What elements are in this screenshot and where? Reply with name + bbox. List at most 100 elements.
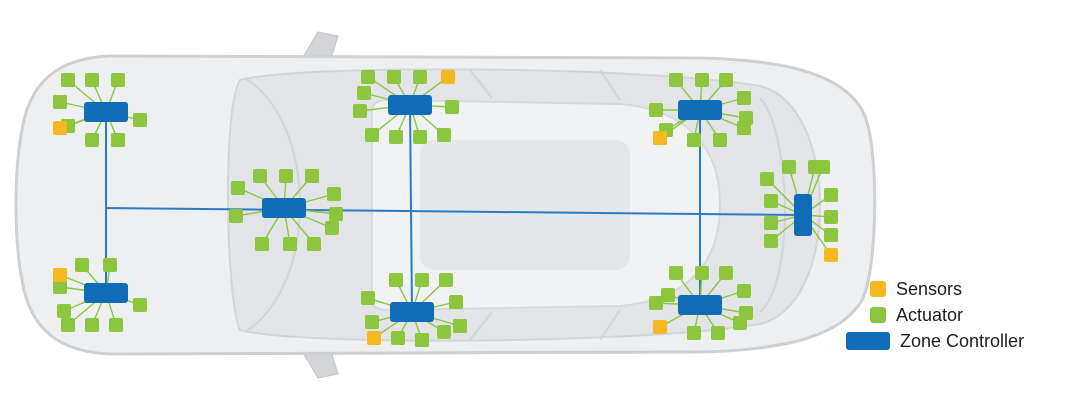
actuator-node (387, 70, 401, 84)
zone-front-right (53, 258, 147, 332)
actuator-node (824, 188, 838, 202)
zone-controller (262, 198, 306, 218)
sensor-swatch-icon (870, 281, 886, 297)
zone-controller (678, 295, 722, 315)
zone-controller (84, 283, 128, 303)
actuator-node (737, 284, 751, 298)
actuator-node (389, 273, 403, 287)
actuator-node (437, 325, 451, 339)
legend-label-actuator: Actuator (896, 304, 964, 325)
zone-controller (678, 100, 722, 120)
actuator-node (687, 326, 701, 340)
sensor-node (653, 131, 667, 145)
actuator-node (737, 121, 751, 135)
actuator-node (764, 216, 778, 230)
actuator-node (453, 319, 467, 333)
zone-controller (388, 95, 432, 115)
actuator-node (669, 73, 683, 87)
actuator-node (357, 86, 371, 100)
legend-item-actuator: Actuator (846, 302, 1024, 328)
actuator-node (365, 315, 379, 329)
actuator-node (361, 70, 375, 84)
actuator-node (824, 228, 838, 242)
zone-rear-center (760, 160, 838, 262)
actuator-node (711, 326, 725, 340)
actuator-node (661, 288, 675, 302)
actuator-node (737, 91, 751, 105)
legend-label-zone-controller: Zone Controller (900, 330, 1025, 351)
zone-mid-left (353, 70, 459, 144)
actuator-node (61, 73, 75, 87)
actuator-node (325, 221, 339, 235)
actuator-node (816, 160, 830, 174)
actuator-node (695, 73, 709, 87)
sensor-node (367, 331, 381, 345)
actuator-node (687, 133, 701, 147)
zone-rear-right (649, 266, 753, 340)
actuator-swatch-icon (870, 307, 886, 323)
actuator-node (361, 291, 375, 305)
zone-controller-swatch-icon (846, 332, 890, 350)
actuator-node (85, 73, 99, 87)
actuator-node (53, 95, 67, 109)
actuator-node (133, 298, 147, 312)
actuator-node (229, 209, 243, 223)
sensor-node (653, 320, 667, 334)
actuator-node (733, 316, 747, 330)
zone-center-front (229, 169, 343, 251)
sensor-node (53, 268, 67, 282)
actuator-node (305, 169, 319, 183)
sensor-node (53, 121, 67, 135)
actuator-node (327, 187, 341, 201)
actuator-node (253, 169, 267, 183)
actuator-node (824, 210, 838, 224)
actuator-node (760, 172, 774, 186)
legend-item-sensors: Sensors (846, 276, 1024, 302)
actuator-node (85, 318, 99, 332)
actuator-node (782, 160, 796, 174)
actuator-node (719, 73, 733, 87)
actuator-node (649, 296, 663, 310)
actuator-node (75, 258, 89, 272)
legend-item-zone-controller: Zone Controller (846, 328, 1024, 354)
actuator-node (307, 237, 321, 251)
actuator-node (103, 258, 117, 272)
actuator-node (111, 73, 125, 87)
sensor-node (824, 248, 838, 262)
zone-controller (390, 302, 434, 322)
actuator-node (53, 280, 67, 294)
actuator-node (449, 295, 463, 309)
actuator-node (713, 133, 727, 147)
zone-controller (84, 102, 128, 122)
actuator-node (111, 133, 125, 147)
actuator-node (695, 266, 709, 280)
actuator-node (764, 234, 778, 248)
sensor-node (441, 70, 455, 84)
link-mid-vertical (409, 104, 413, 313)
actuator-node (389, 130, 403, 144)
actuator-node (413, 130, 427, 144)
actuator-node (445, 100, 459, 114)
legend: Sensors Actuator Zone Controller (846, 276, 1024, 354)
actuator-node (85, 133, 99, 147)
actuator-node (231, 181, 245, 195)
zone-controller (794, 194, 812, 236)
actuator-node (764, 194, 778, 208)
actuator-node (353, 104, 367, 118)
legend-label-sensors: Sensors (896, 278, 963, 299)
actuator-node (133, 113, 147, 127)
actuator-node (719, 266, 733, 280)
actuator-node (109, 318, 123, 332)
actuator-node (437, 128, 451, 142)
actuator-node (413, 70, 427, 84)
actuator-node (255, 237, 269, 251)
actuator-node (649, 103, 663, 117)
actuator-node (329, 207, 343, 221)
link-backbone (105, 207, 801, 216)
actuator-node (415, 333, 429, 347)
actuator-node (439, 273, 453, 287)
actuator-node (279, 169, 293, 183)
actuator-node (61, 318, 75, 332)
